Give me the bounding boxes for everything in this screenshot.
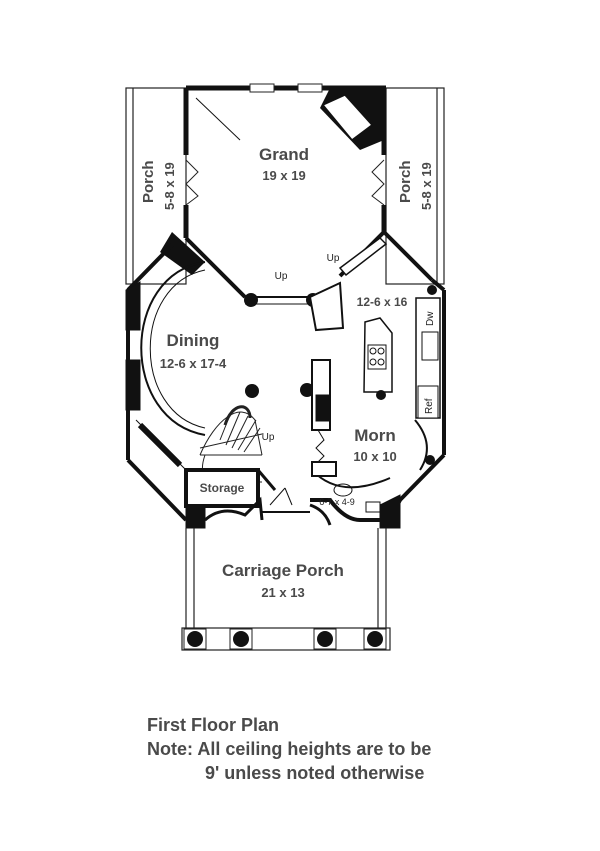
carriage-porch-columns: [183, 628, 387, 650]
porch-right-outline: [385, 87, 445, 285]
caption-title: First Floor Plan: [147, 715, 280, 735]
interior-columns: [244, 293, 320, 398]
fireplace-hearth: [321, 94, 374, 142]
carriage-porch-outline: [181, 528, 391, 651]
porch-right-size: 5-8 x 19: [419, 162, 434, 210]
porch-left-size: 5-8 x 19: [162, 162, 177, 210]
storage-label: Storage: [200, 481, 245, 495]
carriage-porch-label: Carriage Porch: [222, 561, 344, 580]
up-hall-label: Up: [327, 253, 340, 264]
porch-right-label: Porch: [397, 160, 414, 203]
dining-label: Dining: [167, 331, 220, 350]
up-stair-label: Up: [262, 432, 275, 443]
up-grand-label: Up: [275, 271, 288, 282]
porch-left-label: Porch: [140, 160, 157, 203]
dw-label: Dw: [425, 311, 436, 326]
grand-label: Grand: [259, 145, 309, 164]
kitchen-size: 12-6 x 16: [357, 295, 408, 309]
grand-windows: [249, 83, 323, 93]
ref-label: Ref: [424, 398, 435, 414]
dining-walls: [125, 232, 206, 522]
bath-size: 6-7 x 4-9: [319, 497, 355, 507]
porch-doors: [185, 159, 385, 206]
caption-note-line1: Note: All ceiling heights are to be: [147, 739, 432, 759]
porch-left-outline: [125, 87, 187, 285]
entry-walls: [184, 468, 401, 529]
caption-note-line2: 9' unless noted otherwise: [205, 763, 425, 783]
carriage-porch-size: 21 x 13: [261, 585, 304, 600]
kitchen-walls: [308, 230, 446, 502]
morn-label: Morn: [354, 426, 396, 445]
kitchen-columns: [376, 285, 437, 465]
dining-size: 12-6 x 17-4: [160, 356, 227, 371]
morn-size: 10 x 10: [353, 449, 396, 464]
grand-size: 19 x 19: [262, 168, 305, 183]
